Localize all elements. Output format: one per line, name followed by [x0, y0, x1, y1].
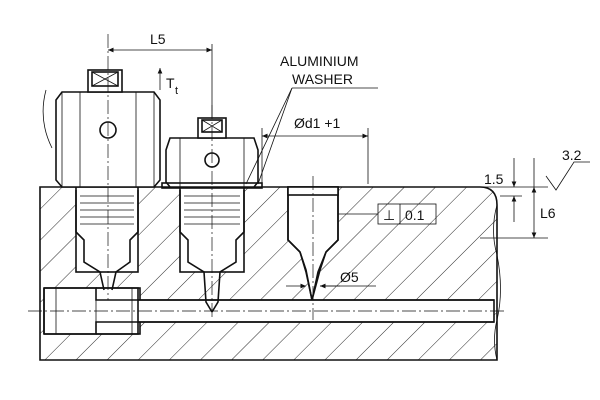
horizontal-channel [28, 287, 505, 335]
roughness-label: 3.2 [562, 147, 582, 163]
perp-value: 0.1 [405, 207, 425, 223]
left-fitting [42, 34, 163, 300]
dimension-depth: 1.5 L6 [480, 158, 556, 239]
perp-symbol: ⊥ [383, 207, 395, 223]
l6-label: L6 [540, 205, 556, 221]
dimension-d5: Ø5 [286, 269, 376, 289]
right-bore [287, 176, 339, 320]
dimension-d1: Ød1 +1 [261, 115, 369, 184]
dimension-l5: L5 [108, 31, 213, 118]
torque-t: T [166, 75, 175, 91]
washer-label: WASHER [292, 71, 353, 87]
torque-subscript: t [175, 85, 178, 97]
roughness-symbol: 3.2 [545, 147, 590, 191]
torque-label: T t [166, 75, 178, 97]
d1-label: Ød1 +1 [294, 115, 341, 131]
middle-fitting [161, 105, 263, 320]
d5-label: Ø5 [340, 269, 359, 285]
washer-callout: ALUMINIUM WASHER [245, 53, 378, 185]
perpendicularity-frame: ⊥ 0.1 [338, 203, 437, 225]
aluminium-label: ALUMINIUM [280, 53, 359, 69]
l5-label: L5 [150, 31, 166, 47]
depth-label: 1.5 [484, 171, 504, 187]
